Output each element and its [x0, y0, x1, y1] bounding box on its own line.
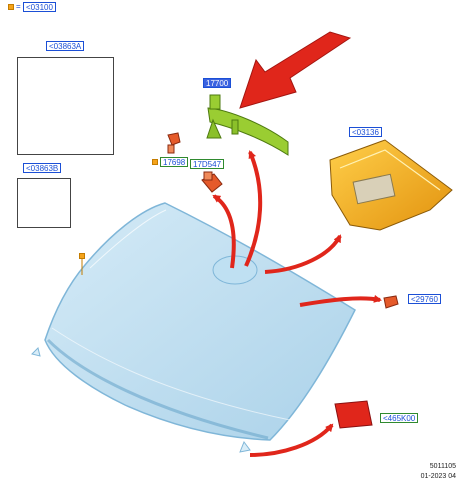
- callout-cover[interactable]: <03136: [349, 127, 382, 137]
- pointer-arrow: [239, 31, 352, 109]
- diagram-date: 01-2023 04: [420, 473, 456, 480]
- side-clip: [383, 295, 399, 309]
- diagram-number: 5011105: [429, 463, 456, 470]
- sensor-clip-square-icon: [152, 159, 158, 165]
- kit-a-box: [17, 57, 114, 155]
- callout-side-clip[interactable]: <29760: [408, 294, 441, 304]
- sensor-clip: [167, 132, 181, 154]
- label-part: [334, 400, 373, 429]
- rear-view-mirror: [206, 94, 289, 156]
- kit-b-box: [17, 178, 71, 228]
- windshield-glass: [31, 202, 356, 453]
- callout-label-part[interactable]: <465K00: [380, 413, 419, 423]
- callout-kit-a[interactable]: <03863A: [46, 41, 85, 51]
- callout-sensor-clip[interactable]: 17698: [160, 157, 189, 167]
- mirror-cover: [329, 139, 453, 231]
- legend-ref-label[interactable]: <03100: [23, 2, 56, 12]
- legend-symbol: =: [16, 2, 21, 11]
- windshield-square-icon: [79, 253, 85, 259]
- callout-sensor[interactable]: 17D547: [190, 159, 225, 169]
- assembly-arrows: [212, 150, 382, 457]
- callout-kit-b[interactable]: <03863B: [23, 163, 62, 173]
- sensor: [201, 171, 223, 193]
- legend-square-icon: [8, 4, 14, 10]
- callout-mirror[interactable]: 17700: [203, 78, 232, 88]
